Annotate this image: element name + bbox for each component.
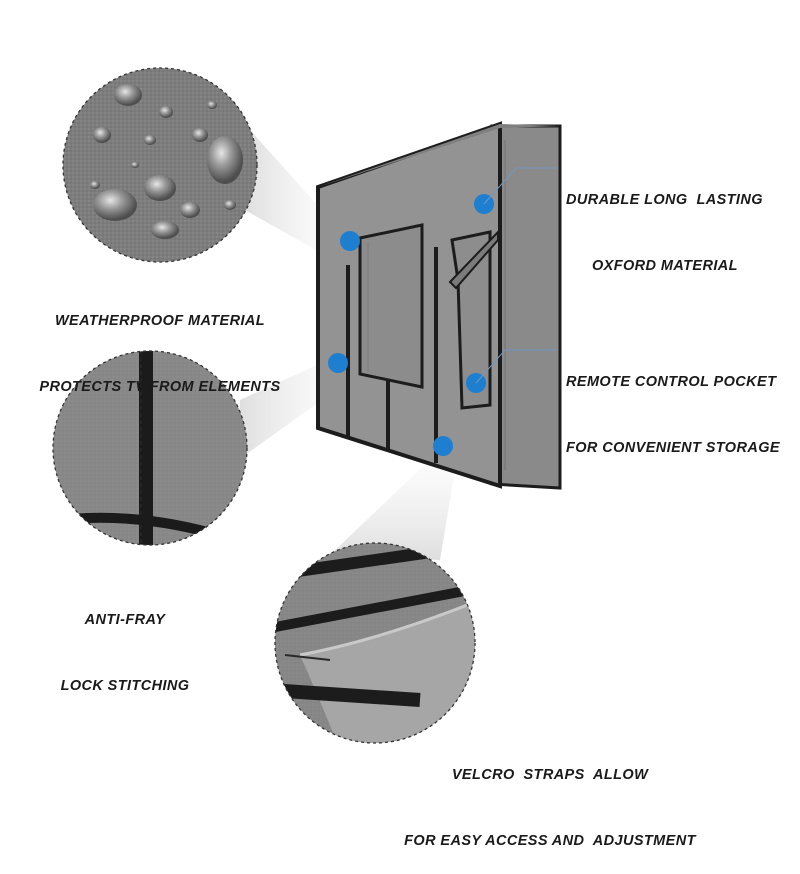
label-stitching-line2: LOCK STITCHING — [60, 678, 190, 694]
label-velcro-line1: VELCRO STRAPS ALLOW — [451, 767, 649, 783]
label-weatherproof-line2: PROTECTS TV FROM ELEMENTS — [39, 379, 281, 395]
label-oxford-line1: DURABLE LONG LASTING — [566, 192, 763, 208]
label-oxford-material: DURABLE LONG LASTING OXFORD MATERIAL — [566, 145, 766, 299]
cover-flap — [358, 223, 424, 389]
leader-line-pocket — [475, 349, 558, 384]
cover-side-panel — [490, 124, 562, 490]
label-velcro: VELCRO STRAPS ALLOW FOR EASY ACCESS AND … — [400, 720, 700, 874]
label-stitching: ANTI-FRAY LOCK STITCHING — [40, 565, 210, 719]
label-weatherproof: WEATHERPROOF MATERIAL PROTECTS TV FROM E… — [30, 266, 290, 420]
zoom-circle-weatherproof — [62, 67, 258, 263]
zoom-circle-stitching — [52, 350, 248, 546]
label-stitching-line1: ANTI-FRAY — [84, 612, 166, 628]
label-remote-line2: FOR CONVENIENT STORAGE — [566, 440, 780, 456]
product-illustration — [52, 67, 562, 744]
label-oxford-line2: OXFORD MATERIAL — [592, 258, 738, 274]
tv-cover — [316, 121, 562, 490]
callout-dot-icon — [433, 436, 453, 456]
label-remote-line1: REMOTE CONTROL POCKET — [566, 374, 777, 390]
zoom-beam-3 — [330, 450, 455, 560]
callout-dot-icon — [340, 231, 360, 251]
leader-line-oxford — [483, 167, 558, 205]
callout-dot-icon — [328, 353, 348, 373]
zoom-circle-velcro — [274, 542, 476, 744]
label-velcro-line2: FOR EASY ACCESS AND ADJUSTMENT — [404, 833, 696, 849]
label-remote-pocket: REMOTE CONTROL POCKET FOR CONVENIENT STO… — [566, 327, 786, 481]
label-weatherproof-line1: WEATHERPROOF MATERIAL — [54, 313, 266, 329]
